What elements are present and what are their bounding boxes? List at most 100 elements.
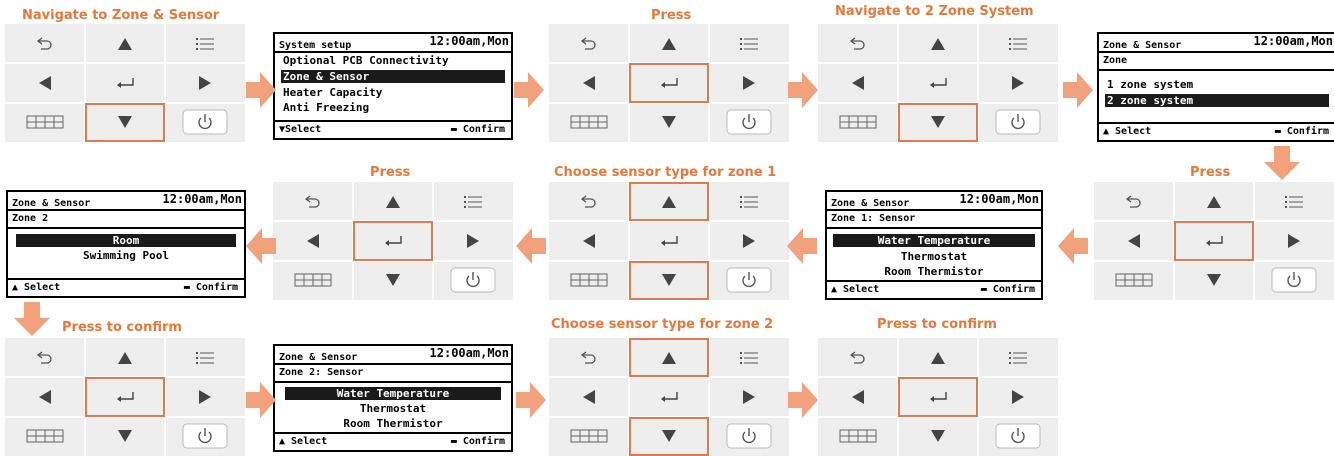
up-button[interactable] [629, 182, 709, 222]
down-button[interactable] [629, 260, 709, 300]
power-button[interactable] [433, 261, 513, 300]
down-button[interactable] [353, 261, 433, 300]
down-button[interactable] [85, 102, 165, 142]
menu-button[interactable] [709, 182, 789, 221]
right-button[interactable] [709, 377, 789, 416]
down-button[interactable] [629, 416, 709, 456]
menu-button[interactable] [709, 24, 789, 63]
menu-button[interactable] [165, 24, 245, 63]
down-button[interactable] [629, 103, 709, 142]
enter-button[interactable] [85, 63, 165, 102]
power-button[interactable] [709, 103, 789, 142]
power-button[interactable] [978, 417, 1058, 456]
grid-button[interactable] [818, 417, 898, 456]
power-button[interactable] [709, 417, 789, 456]
right-arrow-icon [1287, 233, 1301, 249]
down-button[interactable] [1174, 261, 1254, 300]
flow-arrow-right-icon [788, 72, 818, 108]
up-button[interactable] [629, 24, 709, 63]
down-button[interactable] [898, 417, 978, 456]
step-caption-navigate-zone-sensor: Navigate to Zone & Sensor [22, 8, 220, 23]
up-button[interactable] [1174, 182, 1254, 221]
left-button[interactable] [549, 63, 629, 102]
right-button[interactable] [165, 377, 245, 416]
back-button[interactable] [1094, 182, 1174, 221]
back-button[interactable] [5, 24, 85, 63]
right-arrow-icon [742, 75, 756, 91]
enter-button[interactable] [629, 63, 709, 103]
up-button[interactable] [898, 24, 978, 63]
menu-button[interactable] [978, 338, 1058, 377]
divider [827, 209, 1041, 211]
menu-button[interactable] [978, 24, 1058, 63]
menu-button[interactable] [1254, 182, 1334, 221]
divider [1099, 69, 1334, 71]
left-button[interactable] [1094, 221, 1174, 260]
back-button[interactable] [549, 338, 629, 377]
power-icon [450, 267, 496, 293]
down-button[interactable] [85, 417, 165, 456]
power-button[interactable] [165, 103, 245, 142]
left-button[interactable] [549, 221, 629, 260]
up-button[interactable] [85, 24, 165, 63]
back-button[interactable] [549, 24, 629, 63]
enter-icon [660, 235, 678, 246]
right-button[interactable] [1254, 221, 1334, 260]
left-button[interactable] [818, 63, 898, 102]
screen-subheader: Zone [1103, 55, 1128, 66]
menu-button[interactable] [709, 338, 789, 377]
right-button[interactable] [709, 63, 789, 102]
keypad-divider [1173, 182, 1175, 300]
back-button[interactable] [273, 182, 353, 221]
right-button[interactable] [709, 221, 789, 260]
up-button[interactable] [898, 338, 978, 377]
menu-icon [196, 351, 214, 365]
confirm-hint: ▬ Confirm [980, 284, 1035, 295]
enter-button[interactable] [85, 377, 165, 417]
confirm-hint: ▬ Confirm [450, 436, 505, 447]
power-button[interactable] [1254, 261, 1334, 300]
down-button[interactable] [898, 102, 978, 142]
up-button[interactable] [85, 338, 165, 377]
power-button[interactable] [978, 103, 1058, 142]
grid-button[interactable] [1094, 261, 1174, 300]
grid-button[interactable] [5, 103, 85, 142]
grid-button[interactable] [5, 417, 85, 456]
left-button[interactable] [5, 63, 85, 102]
left-button[interactable] [273, 221, 353, 260]
up-button[interactable] [353, 182, 433, 221]
back-button[interactable] [818, 24, 898, 63]
power-icon [1271, 267, 1317, 293]
grid-button[interactable] [549, 103, 629, 142]
enter-button[interactable] [898, 377, 978, 417]
enter-button[interactable] [898, 63, 978, 102]
divider [275, 381, 511, 383]
menu-button[interactable] [165, 338, 245, 377]
grid-button[interactable] [549, 261, 629, 300]
right-button[interactable] [978, 377, 1058, 416]
right-button[interactable] [433, 221, 513, 260]
enter-button[interactable] [629, 377, 709, 416]
right-arrow-icon [1011, 389, 1025, 405]
down-arrow-icon [661, 273, 677, 287]
power-button[interactable] [165, 417, 245, 456]
up-button[interactable] [629, 338, 709, 378]
left-button[interactable] [5, 377, 85, 416]
keypad-divider [549, 415, 789, 418]
enter-button[interactable] [1174, 221, 1254, 261]
back-button[interactable] [549, 182, 629, 221]
left-button[interactable] [549, 377, 629, 416]
power-button[interactable] [709, 261, 789, 300]
right-button[interactable] [165, 63, 245, 102]
left-button[interactable] [818, 377, 898, 416]
enter-button[interactable] [353, 221, 433, 261]
grid-button[interactable] [549, 417, 629, 456]
back-button[interactable] [5, 338, 85, 377]
right-button[interactable] [978, 63, 1058, 102]
back-button[interactable] [818, 338, 898, 377]
grid-button[interactable] [818, 103, 898, 142]
enter-button[interactable] [629, 221, 709, 260]
menu-button[interactable] [433, 182, 513, 221]
flow-arrow-down-icon [14, 302, 50, 336]
grid-button[interactable] [273, 261, 353, 300]
